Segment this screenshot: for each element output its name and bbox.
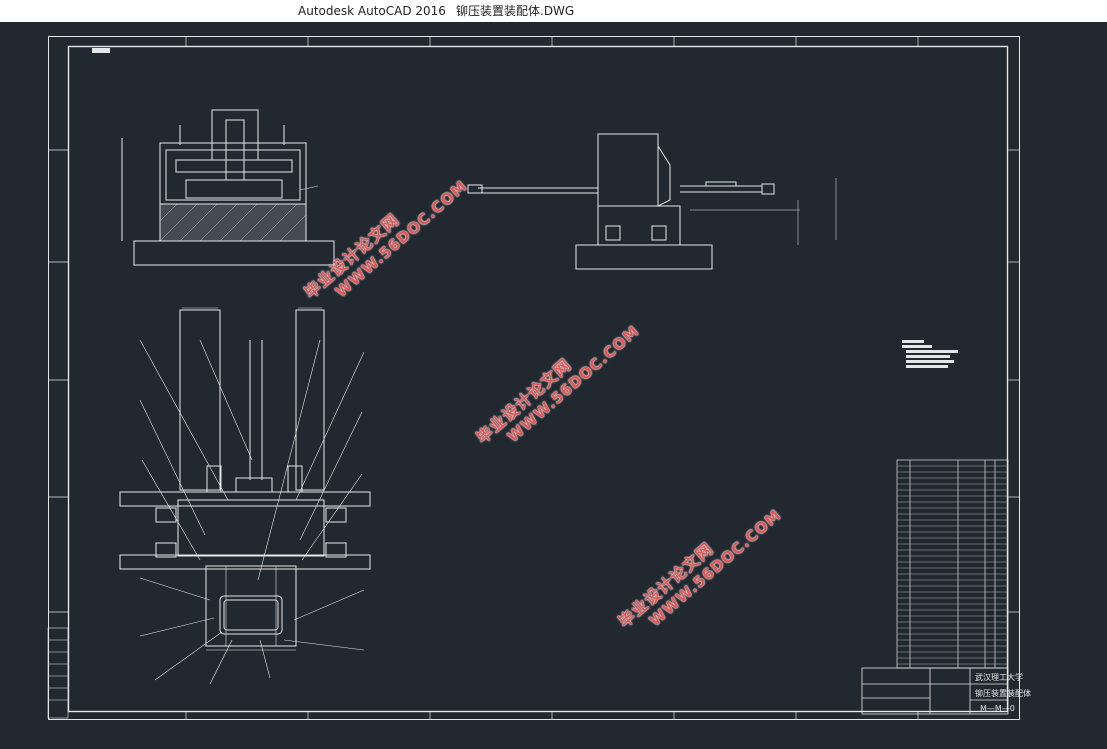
app-title: Autodesk AutoCAD 2016 (298, 4, 446, 18)
stamp-box (92, 48, 110, 53)
title-block-school: 武汉理工大学 (975, 673, 1023, 682)
title-block (861, 667, 1009, 715)
title-block-drawing-name: 铆压装置装配体 (975, 689, 1031, 698)
cad-drawing (47, 36, 1020, 720)
notes (902, 340, 958, 368)
document-name[interactable]: 铆压装置装配体.DWG (456, 4, 575, 18)
outer-border (48, 36, 1020, 720)
plan-view (119, 307, 371, 685)
inner-border (67, 45, 1009, 713)
zone-ticks (48, 36, 1019, 720)
revision-strip (47, 627, 69, 719)
title-block-drawing-code: M—M—0 (980, 704, 1015, 713)
side-view (467, 133, 837, 270)
front-view (121, 109, 335, 266)
parts-list (896, 459, 1009, 669)
drawing-canvas[interactable]: 毕业设计论文网 WWW.56DOC.COM 毕业设计论文网 WWW.56DOC.… (0, 22, 1107, 749)
window-title-bar: Autodesk AutoCAD 2016 铆压装置装配体.DWG (0, 0, 1107, 22)
